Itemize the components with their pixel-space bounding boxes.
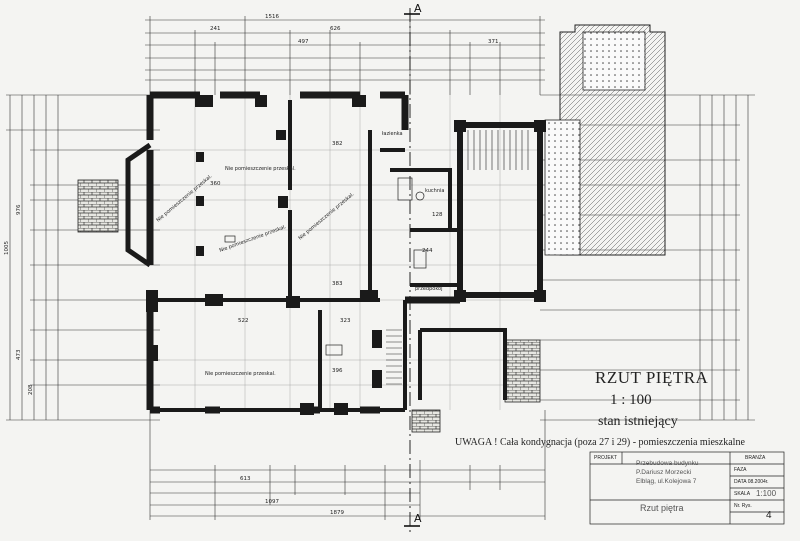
dim-label: 371 bbox=[488, 39, 499, 45]
dim-label: 626 bbox=[330, 26, 341, 32]
title-block-frame bbox=[589, 451, 785, 525]
tb-scale-label: SKALA bbox=[734, 491, 751, 497]
room-label: Nie pomieszczenie przeskal. bbox=[297, 191, 355, 241]
exterior-walls bbox=[146, 91, 543, 414]
dim-label: 244 bbox=[422, 248, 433, 254]
room-label: przedpokój bbox=[415, 285, 443, 292]
tb-date: DATA 08.2004r. bbox=[734, 479, 769, 485]
dim-label: 613 bbox=[240, 476, 251, 482]
dim-label: 1516 bbox=[265, 14, 279, 20]
dim-label: 1879 bbox=[330, 510, 344, 516]
room-label: Nie pomieszczenie przeskal. bbox=[205, 371, 276, 377]
dim-label: 360 bbox=[210, 181, 221, 187]
section-line-a bbox=[404, 8, 420, 536]
staircase bbox=[386, 130, 529, 385]
drawing-title: RZUT PIĘTRA bbox=[595, 368, 709, 387]
brick-bay-left bbox=[77, 179, 119, 233]
dim-label: 473 bbox=[16, 349, 22, 360]
drawing-scale: 1 : 100 bbox=[610, 392, 652, 408]
tb-branza-label: BRANŻA bbox=[745, 455, 766, 461]
section-marker-bottom: A bbox=[414, 512, 422, 525]
tb-scale-value: 1:100 bbox=[756, 489, 777, 498]
brick-landing bbox=[411, 409, 441, 433]
drawing-state: stan istniejący bbox=[598, 414, 678, 429]
dim-label: 522 bbox=[238, 318, 249, 324]
bottom-dimension-lines bbox=[149, 410, 546, 520]
roof-terrace bbox=[544, 24, 666, 256]
dim-label: 382 bbox=[332, 141, 343, 147]
dim-label: 241 bbox=[210, 26, 221, 32]
dim-label: 323 bbox=[340, 318, 351, 324]
dim-label: 497 bbox=[298, 39, 309, 45]
tb-project-line: Elbląg, ul.Kolejowa 7 bbox=[636, 478, 697, 485]
room-label: łazienka bbox=[382, 131, 403, 137]
dimension-numbers: 1516 626 241 497 371 613 1097 1879 1005 … bbox=[4, 14, 499, 516]
dim-label: 383 bbox=[332, 281, 343, 287]
tb-project-line: Przebudowa budynku bbox=[636, 460, 699, 467]
tb-nr-label: Nr. Rys. bbox=[734, 503, 752, 509]
reference-gridlines bbox=[150, 95, 540, 410]
dim-label: 396 bbox=[332, 368, 343, 374]
interior-walls bbox=[150, 100, 507, 412]
room-label: Nie pomieszczenie przeskal. bbox=[155, 173, 213, 223]
wall-piers bbox=[146, 95, 546, 415]
tb-project-line: P.Dariusz Morzecki bbox=[636, 469, 692, 476]
room-label: Nie pomieszczenie przeskal. bbox=[219, 224, 288, 254]
dim-label: 128 bbox=[432, 212, 443, 218]
dim-label: 976 bbox=[16, 204, 22, 215]
dim-label: 1005 bbox=[4, 241, 10, 255]
tb-project-label: PROJEKT bbox=[594, 455, 618, 461]
room-label: Nie pomieszczenie przeskal. bbox=[225, 166, 296, 172]
dim-label: 208 bbox=[28, 384, 34, 395]
tb-sheet-title: Rzut piętra bbox=[640, 503, 684, 513]
drawing-note: UWAGA ! Cała kondygnacja (poza 27 i 29) … bbox=[455, 437, 745, 448]
brick-stair-right bbox=[504, 339, 541, 403]
bay-window bbox=[125, 142, 152, 268]
section-marker-top: A bbox=[414, 2, 422, 15]
dim-label: 1097 bbox=[265, 499, 279, 505]
top-dimension-lines bbox=[145, 10, 545, 95]
room-label: kuchnia bbox=[425, 188, 444, 194]
tb-sheet-number: 4 bbox=[766, 510, 772, 521]
fixtures bbox=[224, 177, 427, 356]
tb-faza-label: FAZA bbox=[734, 467, 747, 473]
